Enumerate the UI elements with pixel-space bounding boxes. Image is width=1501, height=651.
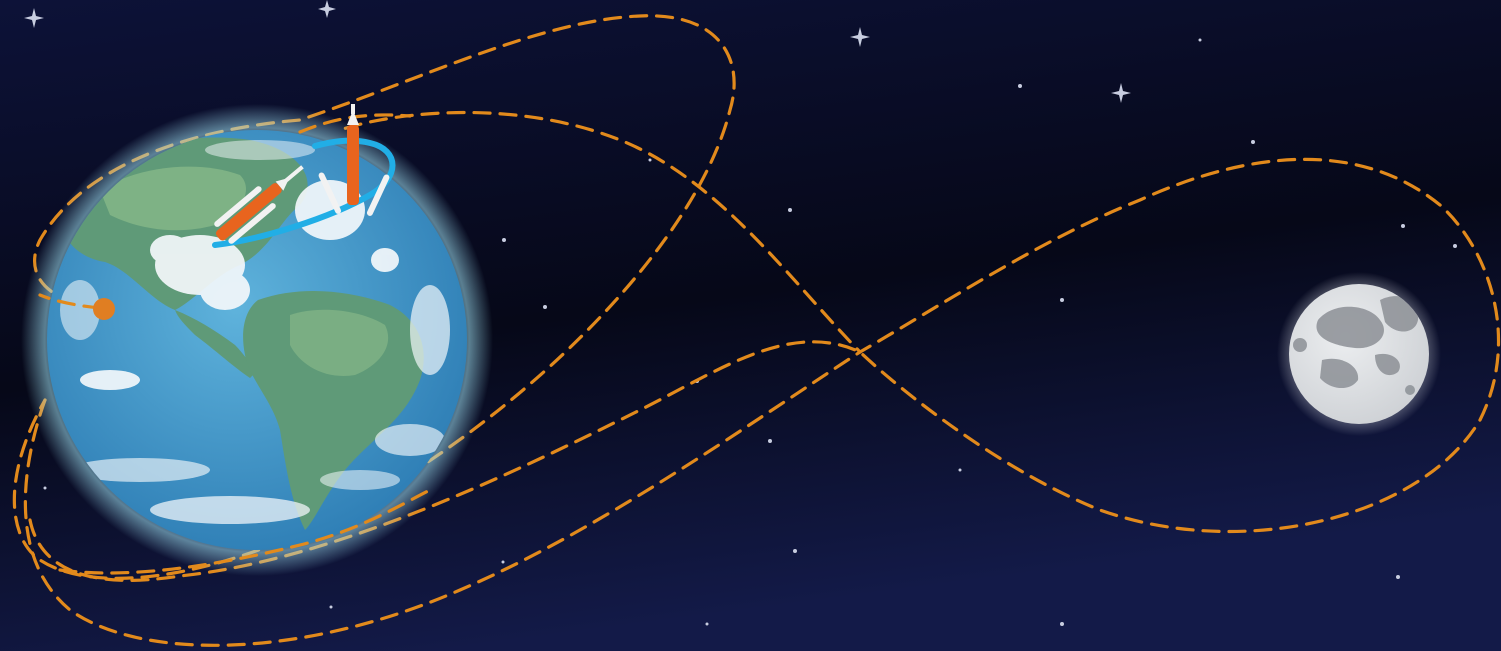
translunar-path [28, 110, 1501, 582]
star-icon [543, 305, 547, 309]
star-icon [1251, 140, 1255, 144]
star-icon [788, 208, 792, 212]
star-icon [43, 486, 47, 490]
star-icon [1453, 244, 1457, 248]
trajectory-front [38, 113, 432, 575]
start-marker-icon [93, 298, 115, 320]
moon-mare [1375, 353, 1400, 376]
star-icon [1111, 83, 1131, 103]
star-icon [502, 238, 506, 242]
outbound-lower-path [23, 350, 862, 647]
star-icon [329, 605, 333, 609]
star-icon [1060, 298, 1064, 302]
star-icon [1396, 575, 1400, 579]
sls-rocket-icon [214, 165, 304, 244]
earth-lower-front-path [58, 488, 432, 575]
land-central-america [175, 310, 258, 378]
star-icon [1060, 622, 1064, 626]
star-icon [958, 468, 962, 472]
moon-mare [1320, 358, 1359, 389]
star-icon [850, 27, 870, 47]
moon-crater [1405, 385, 1415, 395]
moon-icon [1277, 272, 1441, 436]
moon-crater [1293, 338, 1307, 352]
star-icon [648, 158, 652, 162]
moon-mare [1316, 306, 1384, 349]
earth-departure-path [298, 113, 412, 134]
star-icon [768, 439, 772, 443]
land-south-america-highlight [290, 309, 389, 376]
land-north-america-highlight [100, 166, 246, 231]
moon-mare [1380, 296, 1419, 332]
star-icon [501, 560, 505, 564]
star-icon [1401, 224, 1405, 228]
star-icon [1198, 38, 1202, 42]
star-icon [705, 622, 709, 626]
star-icon [1018, 84, 1022, 88]
earth-crossing-path [38, 293, 102, 310]
star-icon [318, 0, 336, 18]
star-icon [24, 8, 44, 28]
earth-icon [21, 104, 493, 576]
sls-rocket-icon [318, 104, 390, 216]
star-icon [793, 549, 797, 553]
